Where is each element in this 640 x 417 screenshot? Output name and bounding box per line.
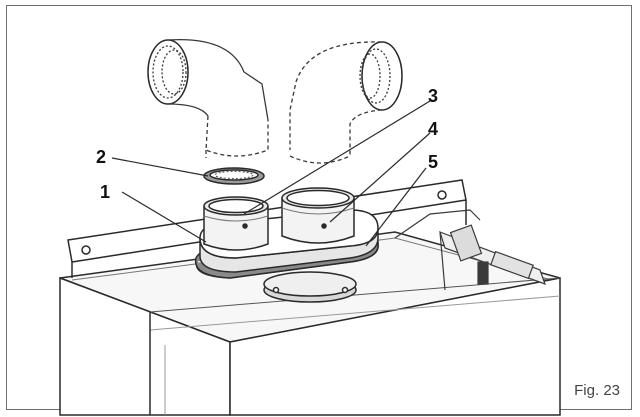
callout-5: 5 [428, 152, 438, 172]
leader-lines [111, 100, 431, 247]
seal-ring [203, 167, 265, 185]
outlet-tube-right [281, 187, 355, 244]
figure-caption: Fig. 23 [574, 382, 620, 399]
boiler-internals [394, 209, 546, 291]
callout-3: 3 [428, 86, 438, 106]
outlet-tube-left [203, 196, 269, 251]
callout-1: 1 [100, 182, 110, 202]
callout-4: 4 [428, 119, 438, 139]
adapter-base [263, 271, 357, 303]
elbow-left [147, 38, 269, 158]
elbow-right [289, 41, 403, 164]
callout-2: 2 [96, 147, 106, 167]
